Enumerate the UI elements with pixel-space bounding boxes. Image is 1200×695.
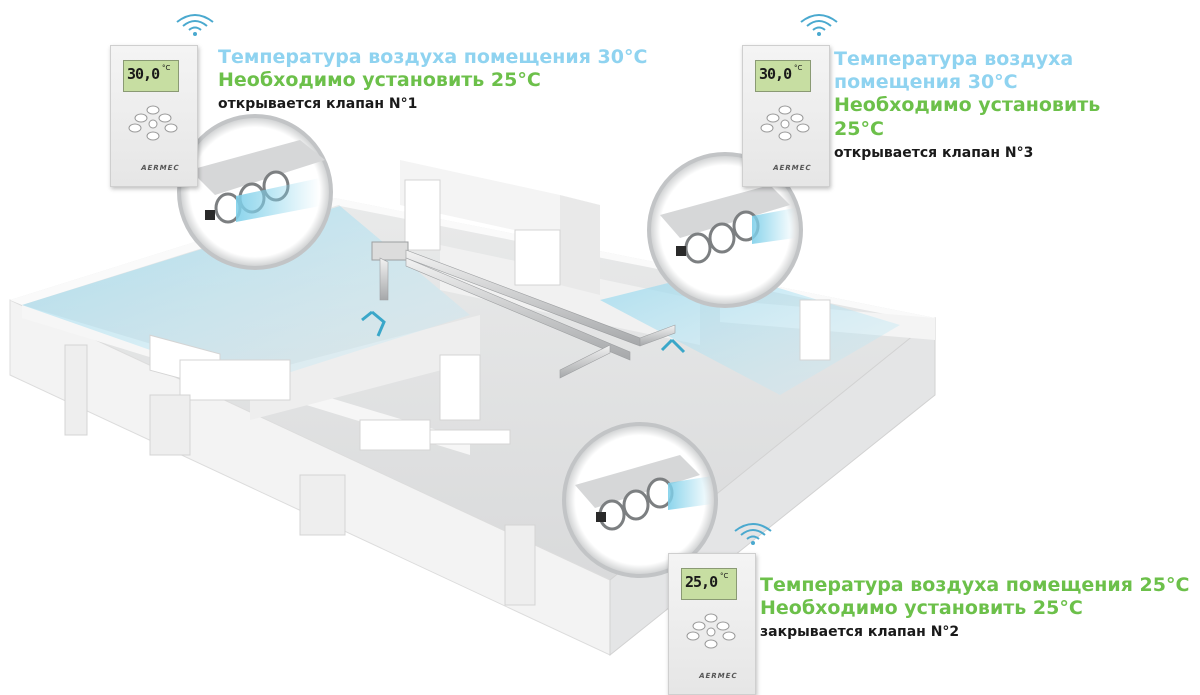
- setpoint-text: Необходимо установить: [834, 94, 1101, 117]
- wifi-signal-icon: [800, 14, 838, 36]
- air-diffuser-icon: [361, 310, 686, 354]
- room-temperature-text: Температура воздуха помещения 30°C: [218, 46, 648, 68]
- duct-network: [371, 241, 676, 379]
- thermostat-reading: 25,0: [685, 573, 718, 591]
- thermostat-brand: AERMEC: [698, 672, 739, 680]
- setpoint-text: Необходимо установить 25°C: [218, 69, 541, 92]
- thermostat-display: 25,0 °C: [681, 568, 737, 600]
- thermostat-unit: °C: [794, 64, 803, 72]
- room-temperature-text: Температура воздуха: [834, 48, 1074, 70]
- zone-1-label: Температура воздуха помещения 30°C Необх…: [218, 46, 647, 113]
- cool-air-zone-room-3: [600, 270, 900, 395]
- valve-detail-lens-2: [562, 422, 718, 578]
- thermostat-brand: AERMEC: [772, 164, 813, 172]
- valve-status-text: открывается клапан N°3: [834, 144, 1034, 161]
- valve-detail-lens-3: [647, 152, 803, 308]
- thermostat-buttons: [128, 105, 178, 141]
- thermostat-brand: AERMEC: [140, 164, 181, 172]
- thermostat-buttons: [760, 105, 810, 141]
- zone-2-label: Температура воздуха помещения 25°C Необх…: [760, 574, 1189, 641]
- room-temperature-text: Температура воздуха помещения 25°C: [760, 574, 1190, 596]
- thermostat-display: 30,0 °C: [123, 60, 179, 92]
- furniture: [64, 179, 831, 606]
- valve-status-text: открывается клапан N°1: [218, 96, 418, 113]
- room-temperature-text: помещения 30°C: [834, 71, 1018, 94]
- thermostat-icon: 30,0 °C AERMEC: [742, 45, 830, 187]
- thermostat-unit: °C: [720, 572, 729, 580]
- valve-status-text: закрывается клапан N°2: [760, 624, 960, 641]
- setpoint-text: 25°C: [834, 117, 884, 140]
- valve-detail-lens-1: [177, 114, 333, 270]
- thermostat-display: 30,0 °C: [755, 60, 811, 92]
- setpoint-text: Необходимо установить 25°C: [760, 597, 1083, 620]
- thermostat-buttons: [686, 613, 736, 649]
- cool-air-zone-room-1: [22, 206, 470, 385]
- thermostat-icon: 25,0 °C AERMEC: [668, 553, 756, 695]
- thermostat-unit: °C: [162, 64, 171, 72]
- thermostat-icon: 30,0 °C AERMEC: [110, 45, 198, 187]
- thermostat-reading: 30,0: [127, 65, 160, 83]
- wifi-signal-icon: [176, 14, 214, 36]
- thermostat-reading: 30,0: [759, 65, 792, 83]
- zone-3-label: Температура воздуха помещения 30°C Необх…: [834, 48, 1100, 162]
- wifi-signal-icon: [734, 523, 772, 545]
